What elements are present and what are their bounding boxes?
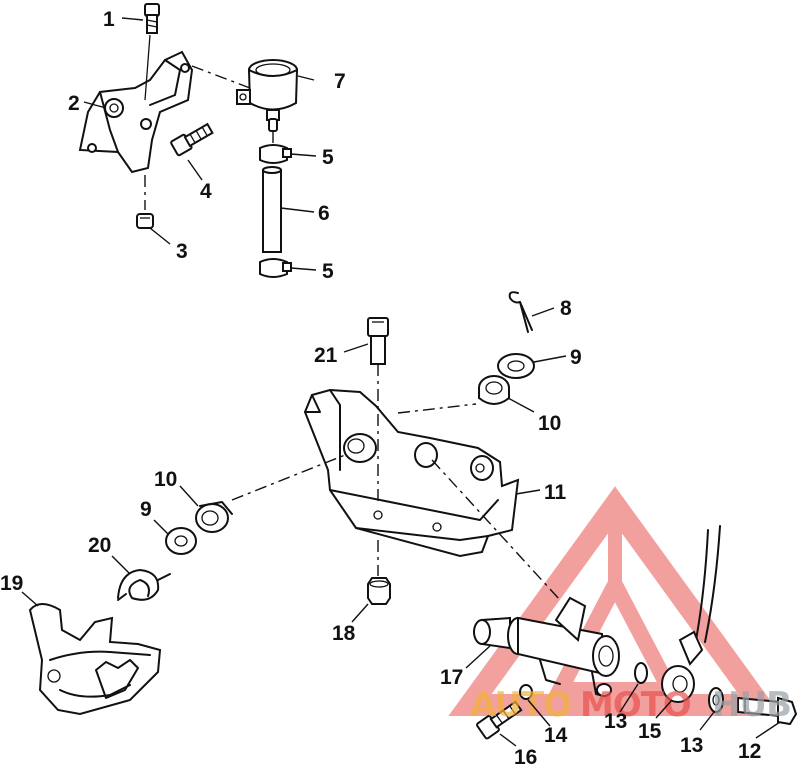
callout-14: 14 bbox=[544, 724, 568, 747]
watermark-word-moto: MOTO bbox=[580, 685, 691, 725]
callout-17: 17 bbox=[440, 666, 463, 689]
callout-19: 19 bbox=[0, 572, 23, 595]
cotter-pin bbox=[508, 291, 533, 333]
callout-15: 15 bbox=[638, 720, 662, 743]
washer-14 bbox=[519, 684, 533, 700]
brake-pedal bbox=[28, 603, 162, 716]
callout-4: 4 bbox=[200, 180, 212, 203]
callout-16: 16 bbox=[514, 746, 537, 765]
reservoir-assembly bbox=[236, 59, 299, 278]
washer-left bbox=[165, 527, 197, 555]
callout-9-upper: 9 bbox=[570, 346, 582, 369]
callout-6: 6 bbox=[318, 202, 330, 225]
callout-9-left: 9 bbox=[140, 498, 152, 521]
master-cylinder bbox=[431, 459, 721, 697]
banjo-fitting bbox=[661, 630, 704, 703]
callout-labels: 1 2 3 4 5 5 6 7 8 9 9 10 10 11 12 13 13 … bbox=[0, 8, 761, 765]
callout-18: 18 bbox=[332, 622, 356, 645]
callout-8: 8 bbox=[560, 297, 572, 320]
callout-20: 20 bbox=[88, 534, 111, 557]
bracket-assembly bbox=[78, 3, 251, 229]
washer-upper bbox=[497, 353, 535, 379]
callout-13-right: 13 bbox=[680, 734, 703, 757]
bushing-upper bbox=[478, 375, 510, 405]
watermark-logo bbox=[448, 486, 782, 716]
callout-13-left: 13 bbox=[604, 710, 627, 733]
callout-3: 3 bbox=[176, 240, 188, 263]
bushing-left bbox=[195, 501, 233, 533]
watermark-word-auto: AUTO bbox=[470, 685, 571, 725]
callout-leaders bbox=[21, 17, 781, 747]
callout-1: 1 bbox=[103, 8, 115, 31]
watermark-wordmark: AUTO MOTO HUB bbox=[470, 685, 792, 725]
callout-2: 2 bbox=[68, 92, 80, 115]
bolt-16 bbox=[476, 700, 523, 740]
callout-5-lower: 5 bbox=[322, 260, 334, 283]
washer-13b bbox=[708, 687, 724, 713]
callout-12: 12 bbox=[738, 740, 761, 763]
main-bracket bbox=[303, 317, 520, 605]
watermark-triangle-outer bbox=[448, 486, 782, 716]
callout-10-upper: 10 bbox=[538, 412, 561, 435]
callout-11: 11 bbox=[544, 481, 567, 504]
callout-7: 7 bbox=[334, 70, 346, 93]
banjo-bolt bbox=[737, 696, 798, 726]
washer-13a bbox=[634, 662, 648, 684]
watermark-word-hub: HUB bbox=[712, 685, 791, 725]
callout-10-left: 10 bbox=[154, 468, 177, 491]
callout-21: 21 bbox=[314, 344, 338, 367]
callout-5-upper: 5 bbox=[322, 146, 334, 169]
spring bbox=[117, 569, 171, 601]
